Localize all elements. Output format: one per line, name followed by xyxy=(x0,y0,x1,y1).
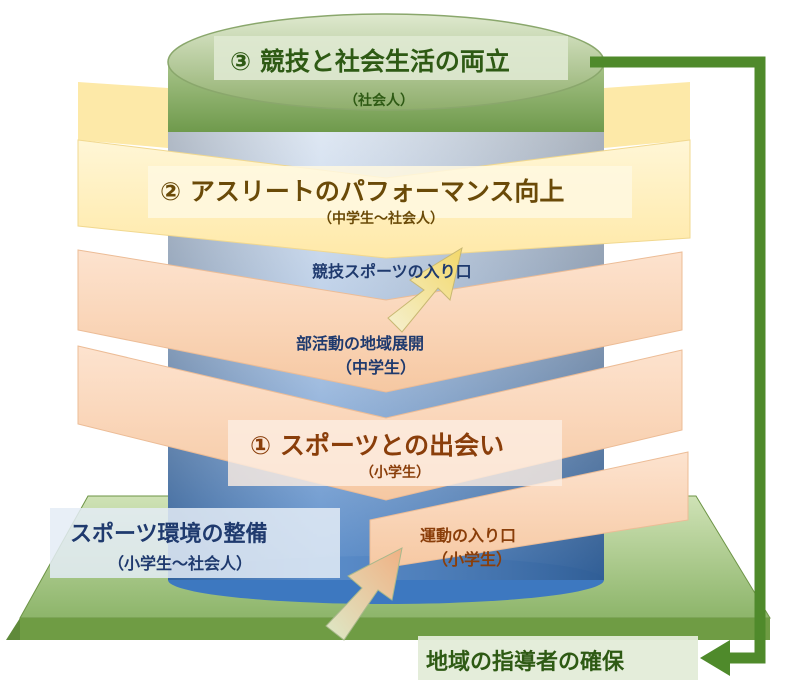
stage3-target: （社会人） xyxy=(344,93,414,109)
stage2-title: ② アスリートのパフォーマンス向上 xyxy=(160,177,565,206)
band-yellow xyxy=(78,82,168,148)
arrow-exercise-entry xyxy=(325,547,403,641)
exercise-entry-title: 運動の入り口 xyxy=(420,526,517,545)
platform-front xyxy=(20,618,770,640)
stage1-title: ① スポーツとの出会い xyxy=(250,431,505,460)
competitive-entry-label: 競技スポーツの入り口 xyxy=(312,262,472,281)
band-orange-bottom xyxy=(369,451,689,571)
environment-title: スポーツ環境の整備 xyxy=(70,522,268,547)
club-expansion-title: 部活動の地域展開 xyxy=(296,334,425,353)
coach-feedback-arrow xyxy=(590,56,766,664)
coaches-label: 地域の指導者の確保 xyxy=(426,650,625,675)
club-expansion-target: （中学生） xyxy=(336,358,417,377)
stage2-target: （中学生～社会人） xyxy=(318,211,444,227)
environment-target: （小学生～社会人） xyxy=(108,554,253,573)
arrow-competitive-entry xyxy=(387,246,463,333)
stage3-title: ③ 競技と社会生活の両立 xyxy=(230,47,510,76)
stage1-target: （小学生） xyxy=(360,465,430,481)
band-orange-upper xyxy=(77,249,683,393)
exercise-entry-target: （小学生） xyxy=(432,550,513,569)
